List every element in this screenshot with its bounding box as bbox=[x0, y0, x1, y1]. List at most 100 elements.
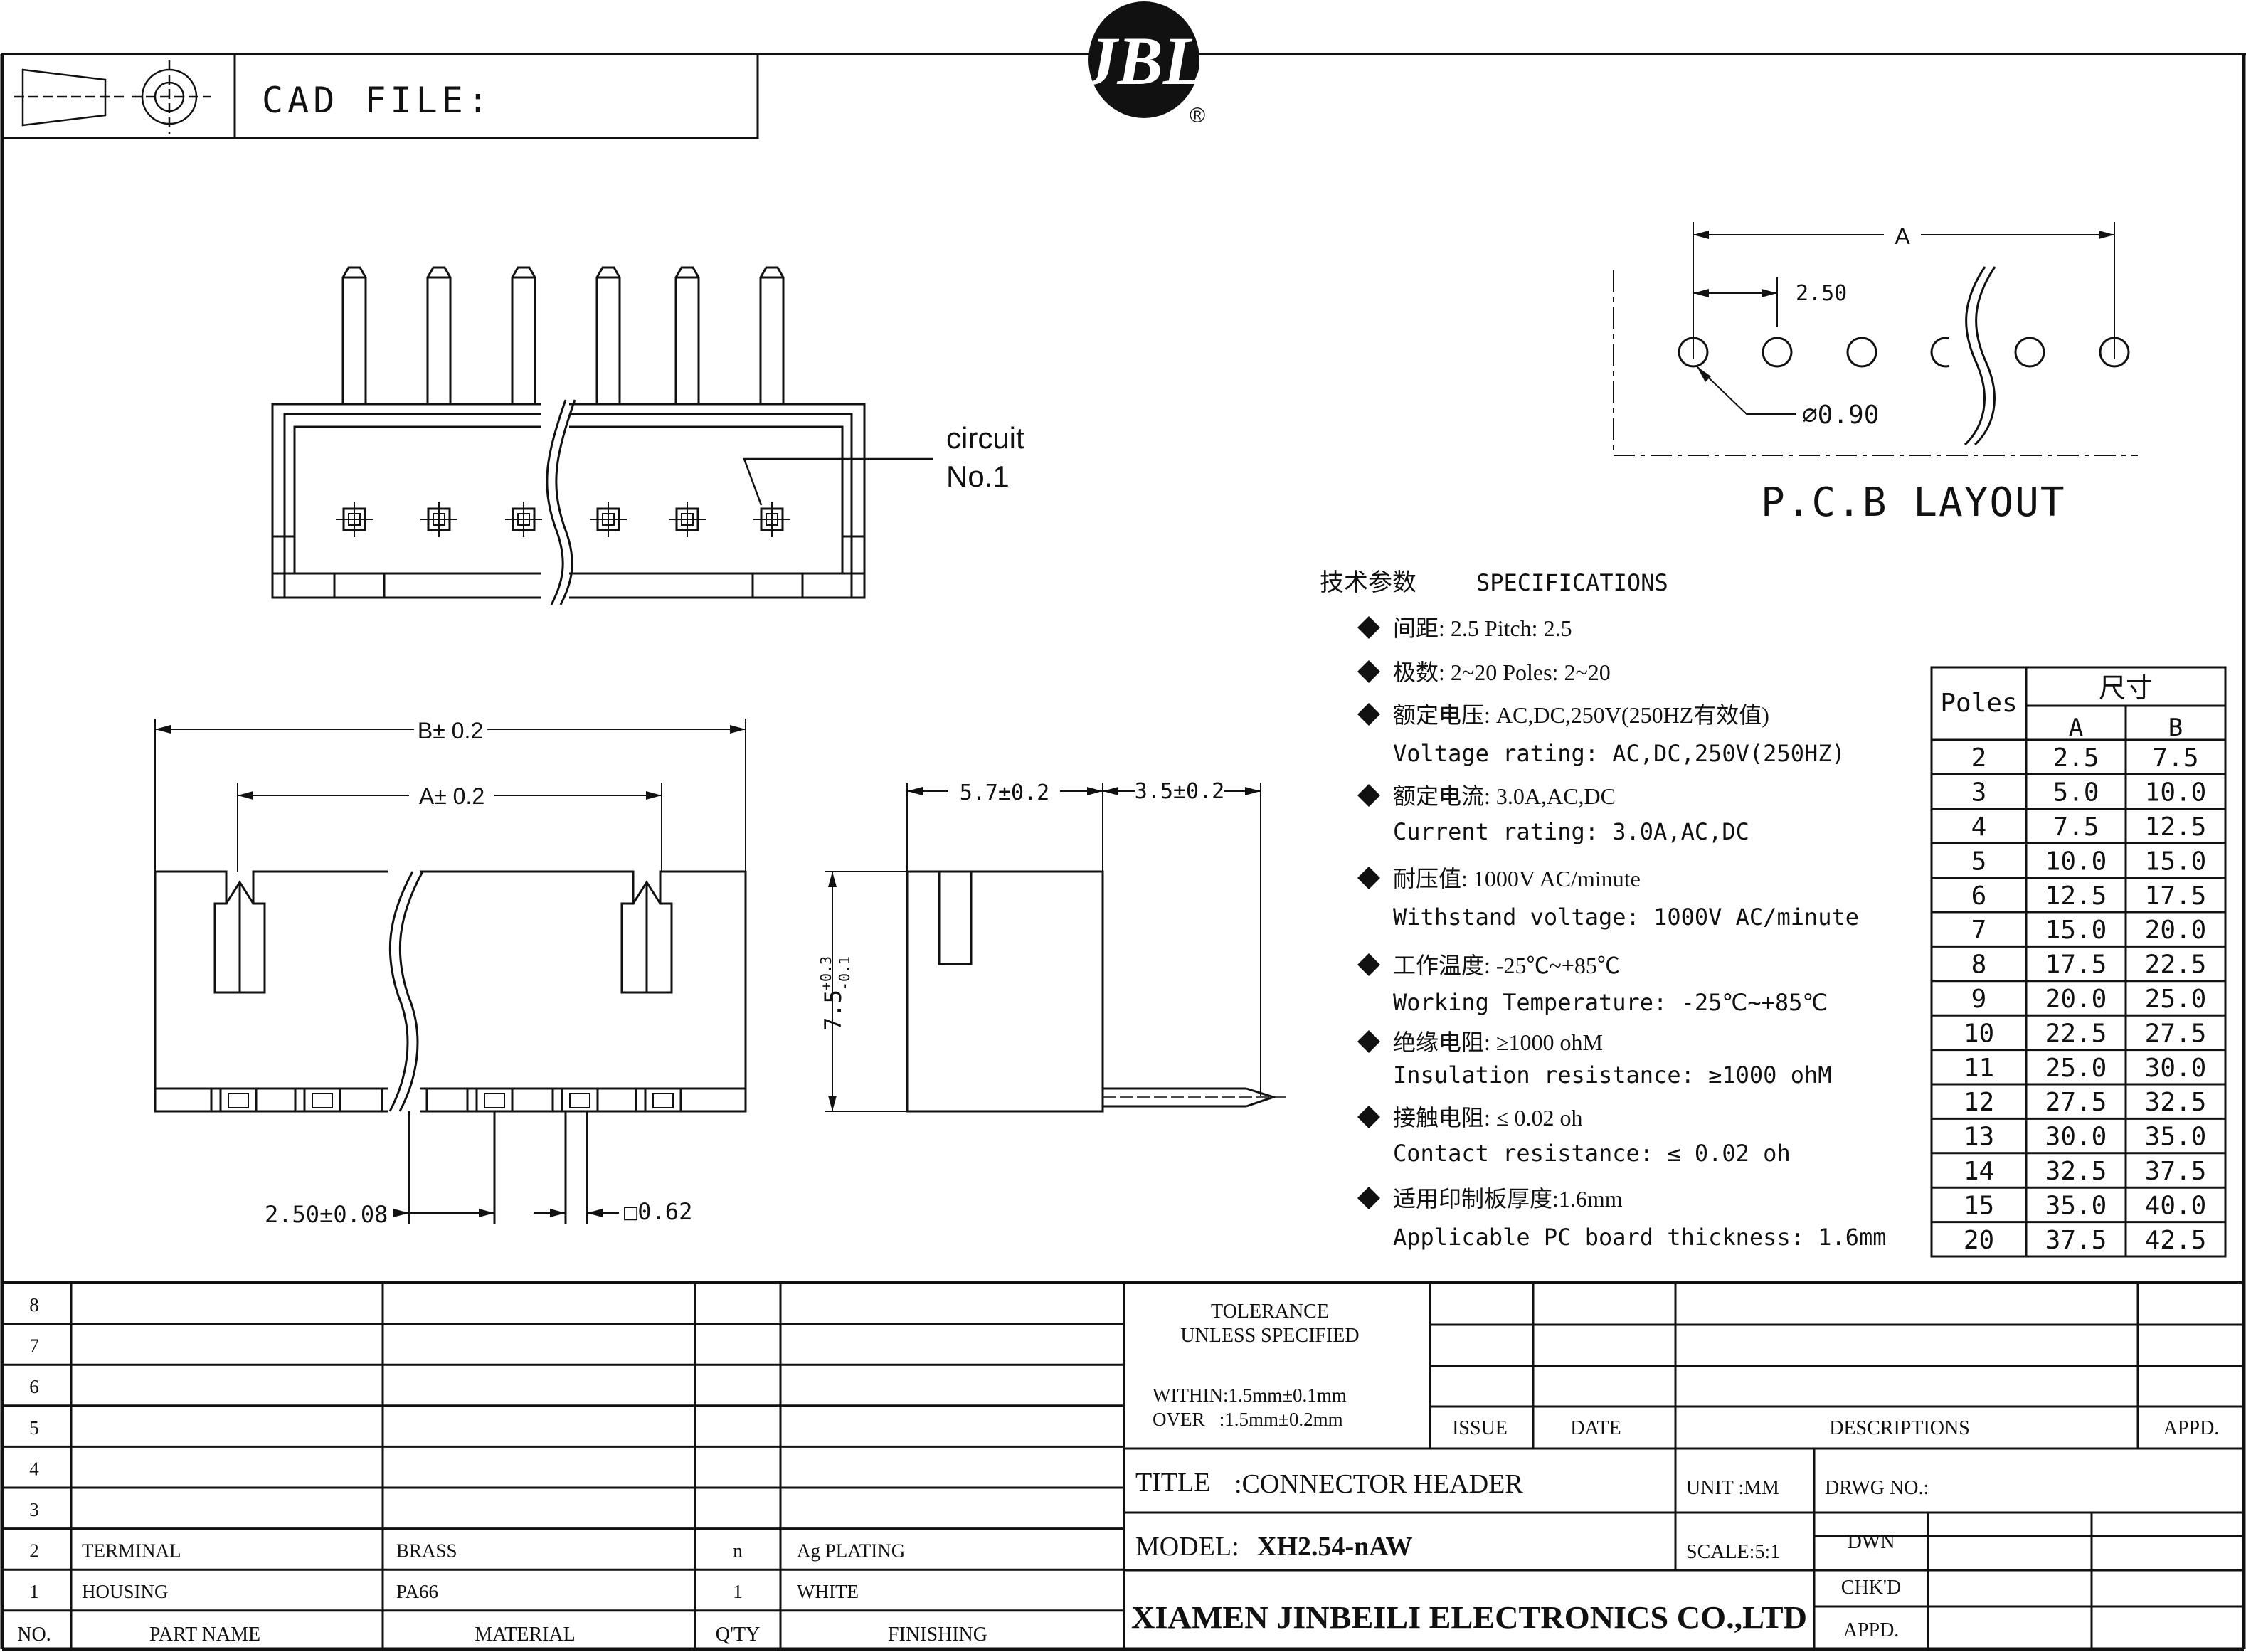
pin-slot-inner bbox=[569, 1093, 590, 1108]
spec-cn: 绝缘电阻: ≥1000 ohM bbox=[1393, 1029, 1603, 1055]
pcb-hole bbox=[2014, 337, 2045, 368]
table-cell-a: 35.0 bbox=[2045, 1191, 2107, 1220]
spec-cn: 耐压值: 1000V AC/minute bbox=[1393, 866, 1641, 891]
pin bbox=[341, 266, 367, 404]
pin-slot bbox=[303, 1087, 341, 1113]
pin bbox=[595, 266, 621, 404]
table-cell-b: 12.5 bbox=[2145, 812, 2207, 842]
pin-slot-inner bbox=[484, 1093, 505, 1108]
dwn-label: DWN bbox=[1848, 1531, 1895, 1553]
chkd-label: CHK'D bbox=[1841, 1577, 1901, 1599]
pcb-layout-title: P.C.B LAYOUT bbox=[1761, 480, 2066, 526]
table-cell-a: 15.0 bbox=[2045, 916, 2107, 945]
table-cell-b: 17.5 bbox=[2145, 881, 2207, 911]
bom-cell: 8 bbox=[29, 1294, 39, 1315]
table-cell-poles: 3 bbox=[1971, 778, 1987, 808]
spec-cn: 极数: 2~20 Poles: 2~20 bbox=[1393, 660, 1611, 685]
bullet-icon bbox=[1357, 660, 1380, 683]
table-cell-a: 20.0 bbox=[2045, 985, 2107, 1014]
bom-header: FINISHING bbox=[888, 1624, 987, 1646]
table-cell-b: 35.0 bbox=[2145, 1123, 2207, 1152]
bom-cell: 1 bbox=[733, 1581, 743, 1602]
spec-en: Applicable PC board thickness: 1.6mm bbox=[1393, 1224, 1887, 1251]
table-cell-poles: 12 bbox=[1964, 1088, 1994, 1117]
table-cell-a: 27.5 bbox=[2045, 1088, 2107, 1117]
pcb-holes bbox=[1678, 337, 2130, 368]
spec-cn: 适用印制板厚度:1.6mm bbox=[1393, 1186, 1623, 1212]
date-header: DATE bbox=[1570, 1417, 1621, 1439]
dim-side-height-tol-lower: -0.1 bbox=[836, 956, 853, 990]
table-cell-a: 12.5 bbox=[2045, 881, 2107, 911]
bullet-icon bbox=[1357, 1030, 1380, 1053]
table-cell-poles: 11 bbox=[1964, 1054, 1994, 1083]
pin-slot-inner bbox=[312, 1093, 333, 1108]
pin-slot-inner bbox=[228, 1093, 249, 1108]
pcb-dim-pitch: 2.50 bbox=[1796, 281, 1847, 306]
dim-side-height-label: 7.5 bbox=[820, 990, 847, 1031]
table-cell-poles: 20 bbox=[1964, 1226, 1994, 1255]
spec-cn: 工作温度: -25℃~+85℃ bbox=[1393, 953, 1620, 978]
table-cell-b: 10.0 bbox=[2145, 778, 2207, 808]
bullet-icon bbox=[1357, 1187, 1380, 1209]
bom-header: NO. bbox=[17, 1624, 51, 1646]
pcb-hole bbox=[1762, 337, 1793, 368]
pcb-layout: A 2.50 ∅0.90 P.C.B LAYOUT bbox=[1613, 222, 2138, 526]
bom-cell: TERMINAL bbox=[82, 1540, 181, 1562]
dim-side-pin-label: 3.5±0.2 bbox=[1135, 779, 1224, 804]
table-cell-poles: 13 bbox=[1964, 1123, 1994, 1152]
spec-en: Working Temperature: -25℃~+85℃ bbox=[1393, 989, 1828, 1016]
table-cell-b: 25.0 bbox=[2145, 985, 2207, 1014]
table-cell-a: 32.5 bbox=[2045, 1157, 2107, 1186]
dim-side-height-tol-upper: +0.3 bbox=[817, 956, 835, 990]
bullet-icon bbox=[1357, 616, 1380, 639]
table-cell-b: 42.5 bbox=[2145, 1226, 2207, 1255]
unit-label: UNIT :MM bbox=[1686, 1477, 1779, 1499]
bom-cell: 6 bbox=[29, 1376, 39, 1397]
cad-file-label: CAD FILE: bbox=[262, 80, 493, 121]
title-block: TOLERANCE UNLESS SPECIFIED WITHIN:1.5mm±… bbox=[2, 1281, 2244, 1649]
table-cell-b: 7.5 bbox=[2152, 743, 2198, 773]
table-cell-b: 20.0 bbox=[2145, 916, 2207, 945]
bullet-icon bbox=[1357, 1106, 1380, 1128]
table-cell-a: 10.0 bbox=[2045, 847, 2107, 876]
drawing-number-label: DRWG NO.: bbox=[1825, 1477, 1929, 1499]
bom-header: MATERIAL bbox=[475, 1624, 576, 1646]
table-cell-poles: 15 bbox=[1964, 1191, 1994, 1220]
circuit-label-line1: circuit bbox=[946, 421, 1024, 455]
tolerance-within: WITHIN:1.5mm±0.1mm bbox=[1153, 1384, 1347, 1406]
table-header-a: A bbox=[2069, 714, 2083, 742]
bullet-icon bbox=[1357, 953, 1380, 976]
specs-heading-en: SPECIFICATIONS bbox=[1476, 569, 1668, 596]
jbl-logo: JBL ® bbox=[1083, 1, 1205, 127]
pin bbox=[674, 266, 700, 404]
table-cell-poles: 7 bbox=[1971, 916, 1987, 945]
table-cell-b: 15.0 bbox=[2145, 847, 2207, 876]
bullet-icon bbox=[1357, 784, 1380, 807]
appd-label: APPD. bbox=[1843, 1619, 1900, 1641]
model-label: MODEL: bbox=[1135, 1532, 1239, 1562]
bom-cell: 5 bbox=[29, 1417, 39, 1439]
table-cell-poles: 10 bbox=[1964, 1019, 1994, 1048]
bom-cell: PA66 bbox=[396, 1581, 438, 1602]
dim-a-label: A± 0.2 bbox=[419, 783, 484, 809]
table-cell-a: 30.0 bbox=[2045, 1123, 2107, 1152]
spec-cn: 接触电阻: ≤ 0.02 oh bbox=[1393, 1105, 1582, 1131]
pin bbox=[426, 266, 452, 404]
table-cell-poles: 5 bbox=[1971, 847, 1987, 876]
descriptions-header: DESCRIPTIONS bbox=[1829, 1417, 1970, 1439]
table-header-poles: Poles bbox=[1940, 689, 2017, 718]
specifications: 技术参数 SPECIFICATIONS 间距: 2.5 Pitch: 2.5极数… bbox=[1320, 569, 1887, 1251]
spec-cn: 间距: 2.5 Pitch: 2.5 bbox=[1393, 615, 1572, 641]
bom-cell: n bbox=[733, 1540, 743, 1562]
spec-items: 间距: 2.5 Pitch: 2.5极数: 2~20 Poles: 2~20额定… bbox=[1357, 615, 1887, 1251]
dim-side-depth-label: 5.7±0.2 bbox=[960, 780, 1049, 805]
table-border bbox=[1930, 666, 2227, 1258]
side-view-connector: 5.7±0.2 3.5±0.2 7.5 +0.3 -0.1 bbox=[817, 779, 1288, 1113]
top-view-connector: circuit No.1 bbox=[271, 266, 1024, 605]
front-view-pin-slots bbox=[210, 1087, 682, 1113]
top-view-terminal-marks bbox=[336, 502, 790, 537]
tolerance-line1: TOLERANCE bbox=[1211, 1301, 1329, 1323]
bom-header: PART NAME bbox=[149, 1624, 260, 1646]
cad-file-header: CAD FILE: bbox=[1, 53, 759, 139]
